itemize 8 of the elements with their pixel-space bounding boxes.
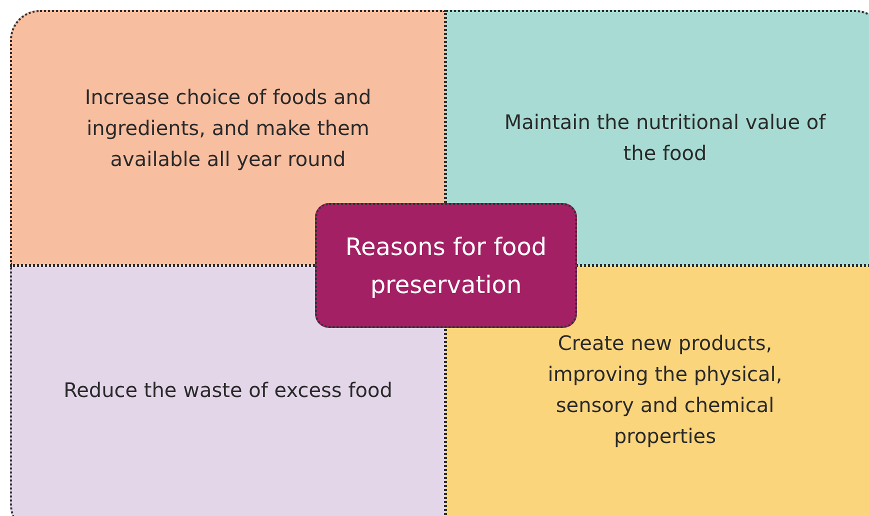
- topic-text: Reasons for food preservation: [344, 232, 548, 300]
- central-topic-box: [315, 203, 577, 328]
- quadrant-panel: [10, 10, 446, 266]
- reason-text: Increase choice of foods and ingredients, and make them available all year round: [84, 84, 372, 172]
- reason-text: Maintain the nutritional value of the food: [503, 109, 827, 167]
- quadrant-panel: [445, 10, 869, 266]
- reason-text: Reduce the waste of excess food: [64, 376, 392, 404]
- reason-text: Create new products, improving the physical, sensory and chemical properties: [546, 330, 784, 450]
